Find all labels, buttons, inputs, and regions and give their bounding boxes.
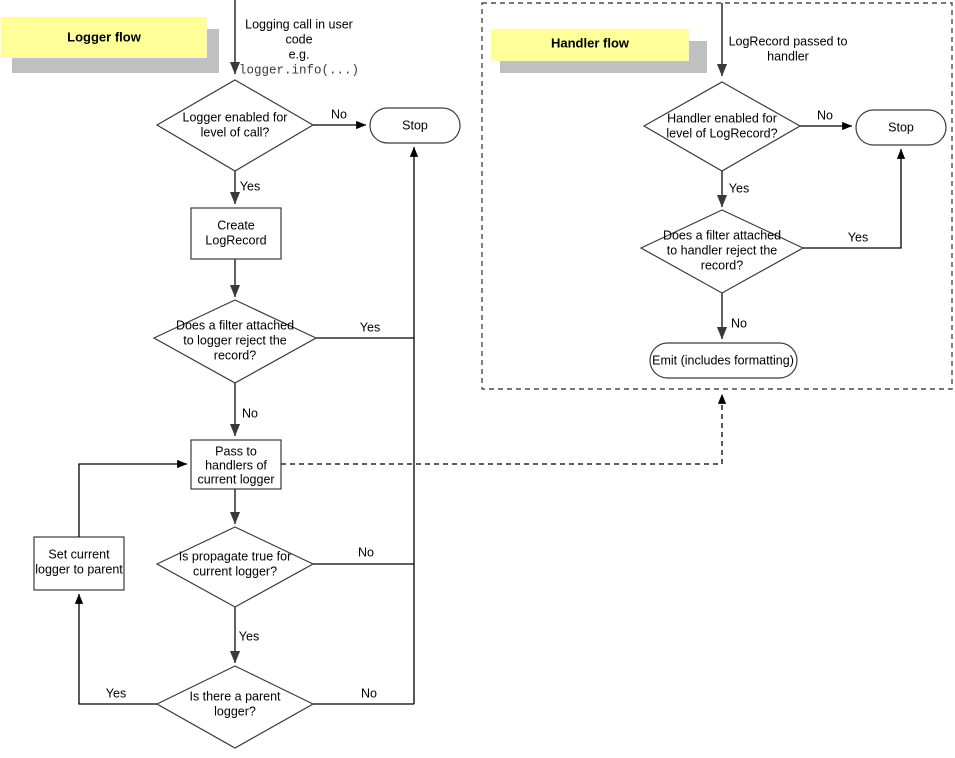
edge-label-parent-logger-no: No — [361, 686, 377, 700]
edge-label-handler-filter-no: No — [731, 316, 747, 330]
handler-entry-caption: LogRecord passed to handler — [729, 34, 848, 63]
logger-entry-caption-line1: Logging call in user — [245, 17, 353, 31]
set-current-logger-box — [33, 536, 125, 591]
stop-terminal-shape — [369, 107, 461, 144]
logger-enabled-decision: Logger enabled for level of call? — [155, 79, 315, 172]
logger-filter-decision: Does a filter attached to logger reject … — [152, 299, 318, 384]
create-logrecord-process-box — [190, 207, 282, 260]
edge-label-logger-enabled-yes: Yes — [240, 179, 260, 193]
propagate-line2: current logger? — [193, 564, 277, 578]
logger-entry-caption-line3: e.g. — [289, 47, 310, 61]
create-logrecord-line2: LogRecord — [205, 233, 266, 247]
edge-parent-logger-yes — [74, 593, 157, 705]
edge-pass-to-handler-flow — [281, 393, 727, 465]
propagate-decision: Is propagate true for current logger? — [155, 526, 315, 608]
parent-logger-line2: logger? — [214, 704, 256, 718]
parent-logger-decision-diamond — [155, 665, 315, 749]
handler-enabled-line2: level of LogRecord? — [666, 126, 777, 140]
edge-label-handler-enabled-yes: Yes — [729, 181, 749, 195]
handler-entry-caption-line2: handler — [767, 49, 809, 63]
pass-to-handlers-box — [190, 439, 282, 490]
parent-logger-line1: Is there a parent — [189, 689, 281, 703]
pass-to-handlers-line2: handlers of — [205, 458, 267, 472]
handler-filter-decision: Does a filter attached to handler reject… — [639, 209, 805, 294]
handler-stop-terminal: Stop — [855, 109, 947, 146]
set-current-logger-process: Set current logger to parent — [33, 536, 125, 591]
pass-to-handlers-line1: Pass to — [215, 444, 257, 458]
pass-to-handlers-line3: current logger — [197, 472, 274, 486]
handler-stop-terminal-shape — [855, 109, 947, 146]
handler-stop-terminal-label: Stop — [888, 120, 914, 134]
stop-terminal-label: Stop — [402, 118, 428, 132]
handler-filter-line3: record? — [701, 258, 743, 272]
logger-entry-caption-line2: code — [285, 32, 312, 46]
handler-flow-group-box — [481, 2, 953, 390]
handler-entry-caption-line1: LogRecord passed to — [729, 34, 848, 48]
handler-filter-line1: Does a filter attached — [663, 228, 781, 242]
set-current-logger-line1: Set current — [48, 547, 110, 561]
propagate-line1: Is propagate true for — [179, 549, 292, 563]
handler-enabled-decision: Handler enabled for level of LogRecord? — [642, 81, 802, 172]
edge-label-logger-filter-no: No — [242, 406, 258, 420]
logger-entry-caption-code: logger.info(...) — [239, 63, 359, 77]
edge-label-propagate-yes: Yes — [239, 629, 259, 643]
emit-terminal: Emit (includes formatting) — [649, 342, 798, 379]
edge-label-propagate-no: No — [358, 545, 374, 559]
emit-terminal-shape — [649, 342, 798, 379]
handler-enabled-line1: Handler enabled for — [667, 111, 777, 125]
logger-enabled-decision-line2: level of call? — [201, 125, 270, 139]
edge-label-logger-enabled-no: No — [331, 107, 347, 121]
set-current-logger-line2: logger to parent — [35, 562, 123, 576]
logger-enabled-decision-line1: Logger enabled for — [183, 110, 288, 124]
logger-filter-line1: Does a filter attached — [176, 318, 294, 332]
create-logrecord-process: Create LogRecord — [190, 207, 282, 260]
edge-set-current-to-pass — [78, 459, 188, 537]
logger-flow-banner-label: Logger flow — [67, 29, 142, 44]
edge-label-logger-filter-yes: Yes — [360, 320, 380, 334]
logger-flow-banner-fill — [1, 17, 207, 58]
parent-logger-decision: Is there a parent logger? — [155, 665, 315, 749]
logger-filter-line3: record? — [214, 348, 256, 362]
edge-label-handler-enabled-no: No — [817, 108, 833, 122]
edge-label-handler-filter-yes: Yes — [848, 230, 868, 244]
emit-terminal-label: Emit (includes formatting) — [652, 353, 794, 367]
logger-entry-caption: Logging call in user code e.g. logger.in… — [239, 17, 359, 77]
stop-terminal: Stop — [369, 107, 461, 144]
handler-flow-banner-label: Handler flow — [551, 35, 630, 50]
edge-label-parent-logger-yes: Yes — [106, 686, 126, 700]
logger-flow-banner: Logger flow — [1, 17, 219, 73]
handler-filter-line2: to handler reject the — [667, 243, 778, 257]
handler-flow-banner: Handler flow — [491, 29, 707, 73]
logger-filter-line2: to logger reject the — [183, 333, 287, 347]
pass-to-handlers-process: Pass to handlers of current logger — [190, 439, 282, 490]
handler-flow-banner-fill — [491, 29, 689, 61]
edge-handler-filter-yes — [803, 148, 906, 249]
create-logrecord-line1: Create — [217, 218, 255, 232]
